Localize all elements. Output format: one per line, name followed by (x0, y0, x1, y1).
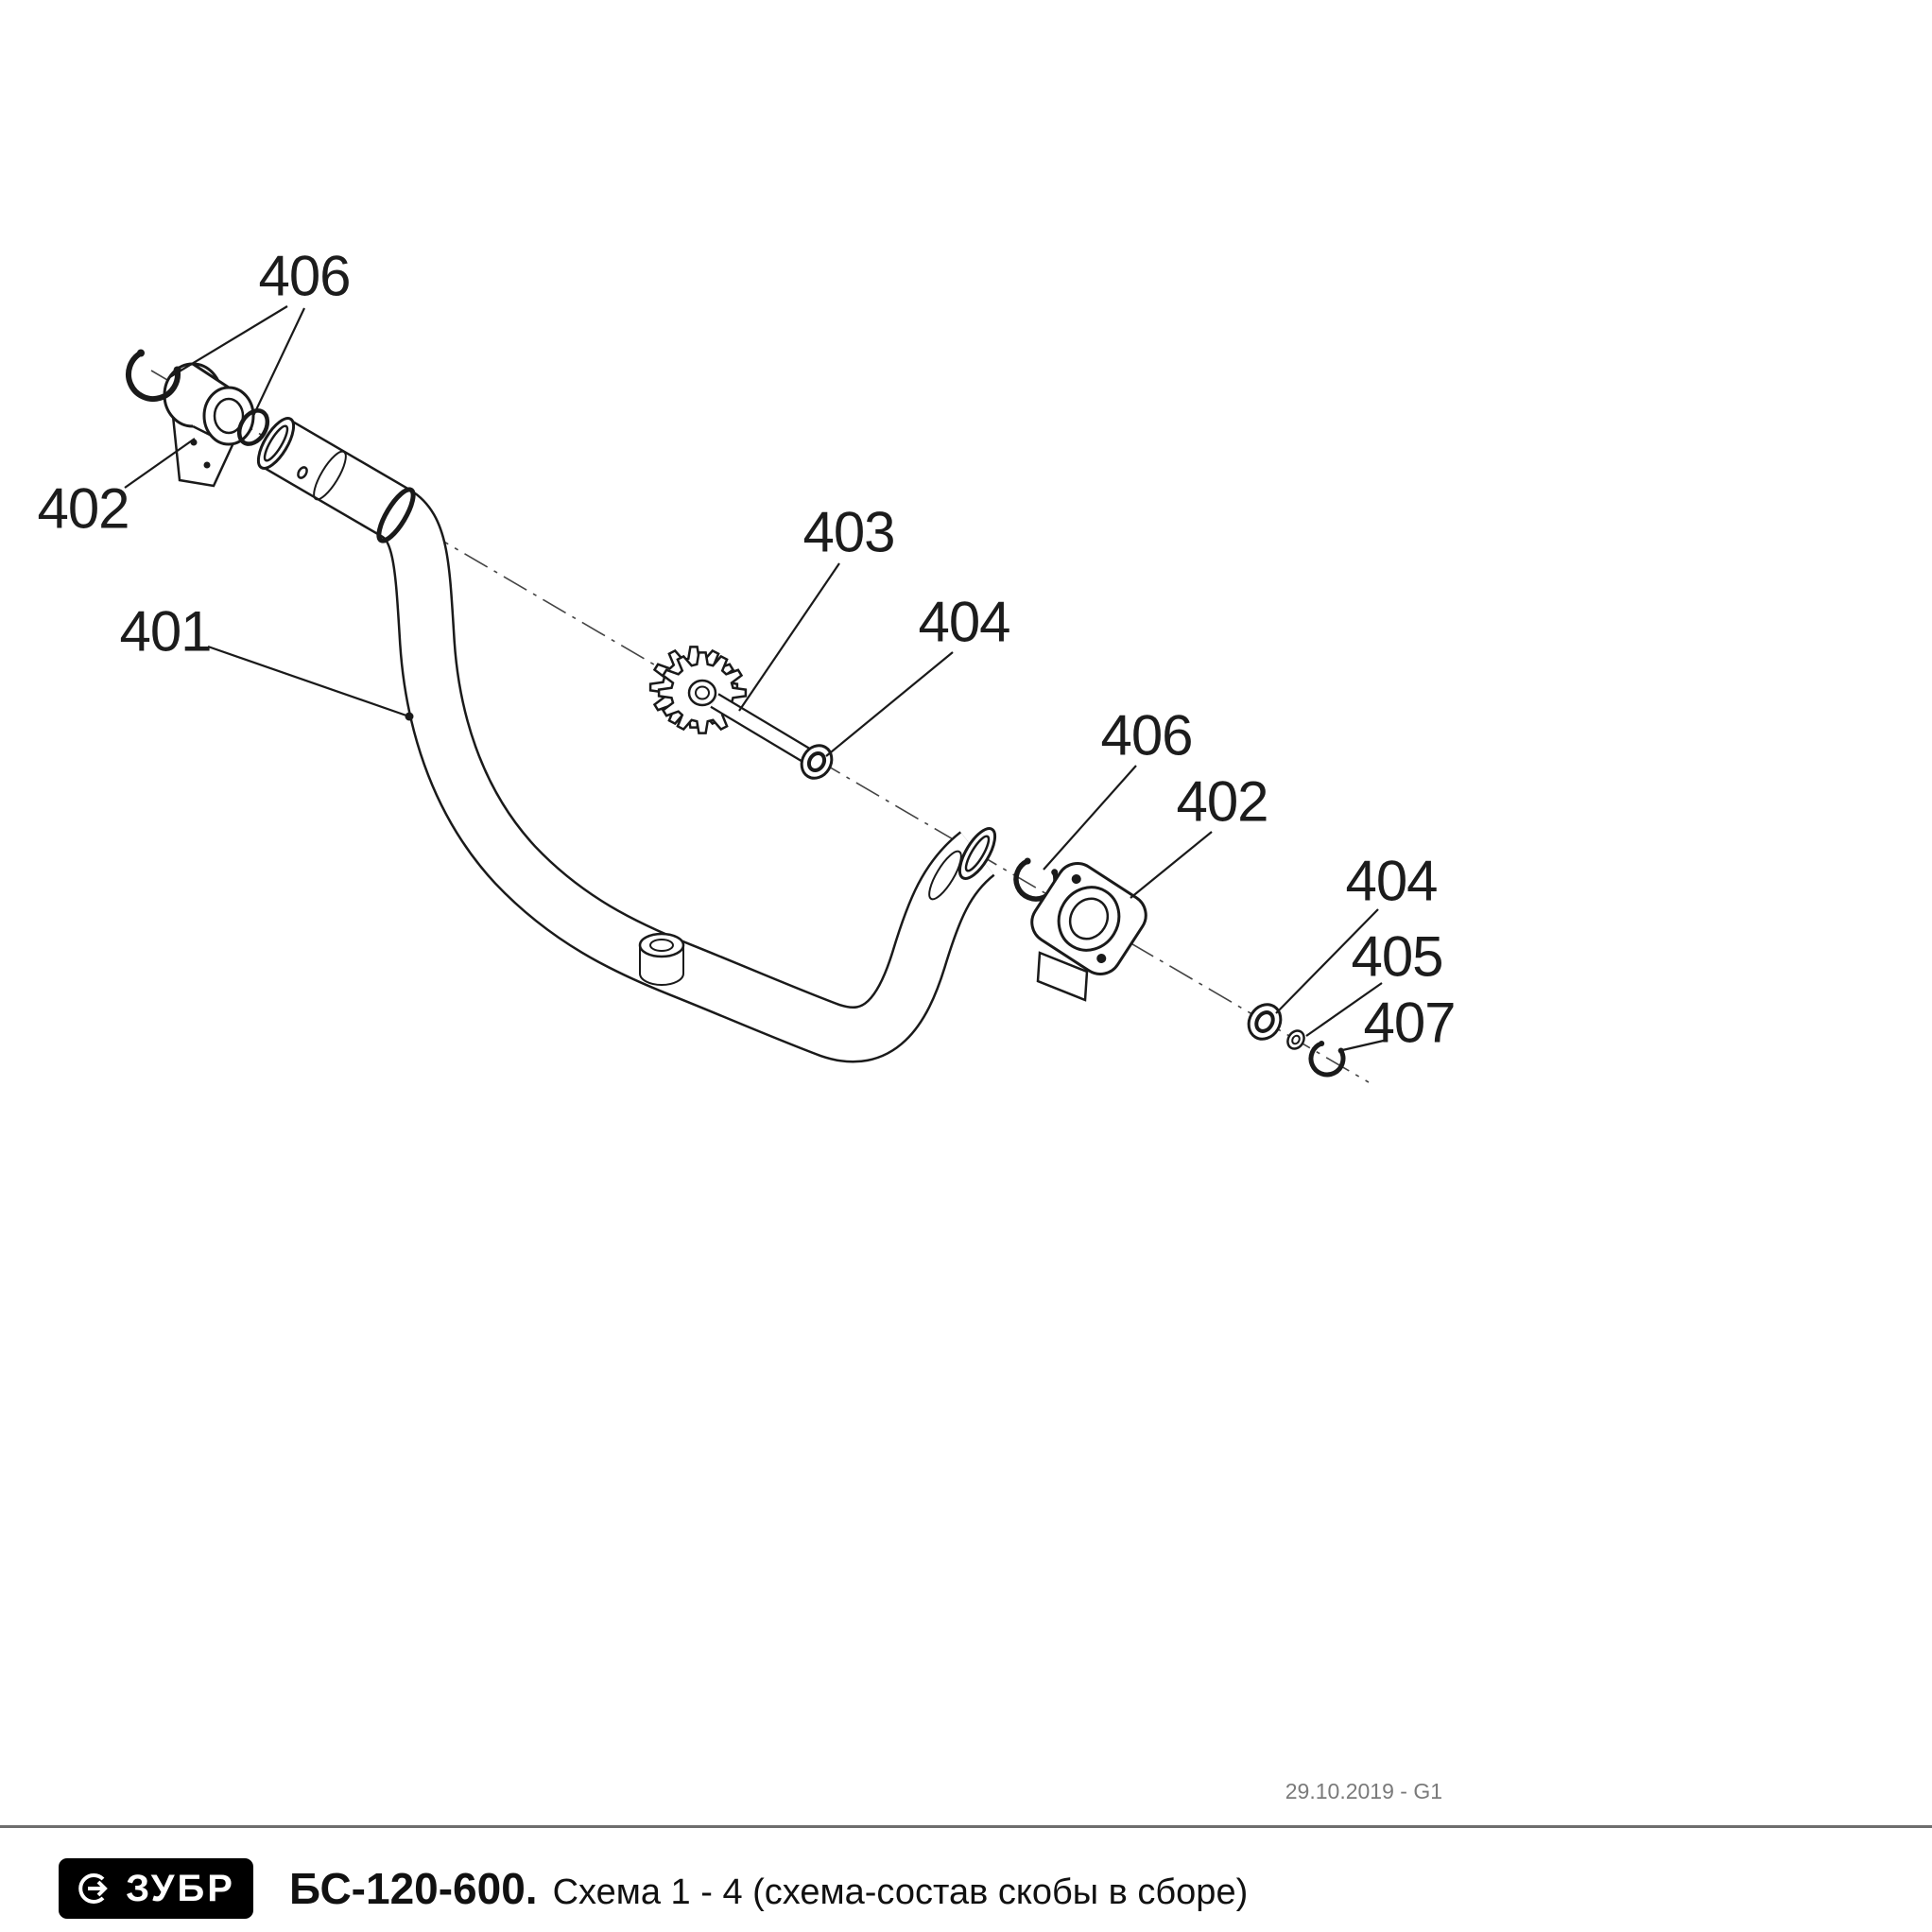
callout-403: 403 (802, 500, 895, 564)
bracket-402-right (1030, 862, 1147, 1002)
washer-405 (1286, 1029, 1305, 1050)
footer: ЗУБР БС-120-600. Схема 1 - 4 (схема-сост… (0, 1845, 1932, 1932)
callout-402-right: 402 (1176, 769, 1268, 834)
callout-407: 407 (1363, 991, 1456, 1055)
callout-404-mid: 404 (918, 590, 1010, 654)
footer-divider (0, 1825, 1932, 1828)
gear-shaft-403 (648, 646, 811, 763)
circlip-406-left-inner (236, 408, 270, 446)
callout-406-right: 406 (1100, 703, 1193, 768)
pivot-boss (638, 932, 685, 986)
zubr-logo-icon (78, 1873, 108, 1904)
bearing-404-center (800, 744, 834, 780)
revision-date: 29.10.2019 - G1 (1285, 1779, 1442, 1803)
callout-406-top: 406 (258, 244, 351, 308)
circlip-406-left (126, 349, 181, 403)
zubr-logo-text: ЗУБР (126, 1868, 235, 1909)
callout-401: 401 (119, 599, 212, 664)
footer-title-line: БС-120-600. Схема 1 - 4 (схема-состав ск… (289, 1863, 1248, 1914)
leader-lines (124, 305, 1389, 1053)
model-number: БС-120-600. (289, 1864, 538, 1913)
scheme-subtitle: Схема 1 - 4 (схема-состав скобы в сборе) (552, 1872, 1249, 1912)
zubr-logo: ЗУБР (59, 1858, 253, 1919)
callout-402-left: 402 (37, 476, 129, 541)
bearing-404-right (1247, 1003, 1283, 1041)
callout-404-right: 404 (1345, 849, 1438, 913)
callout-405: 405 (1351, 924, 1443, 989)
